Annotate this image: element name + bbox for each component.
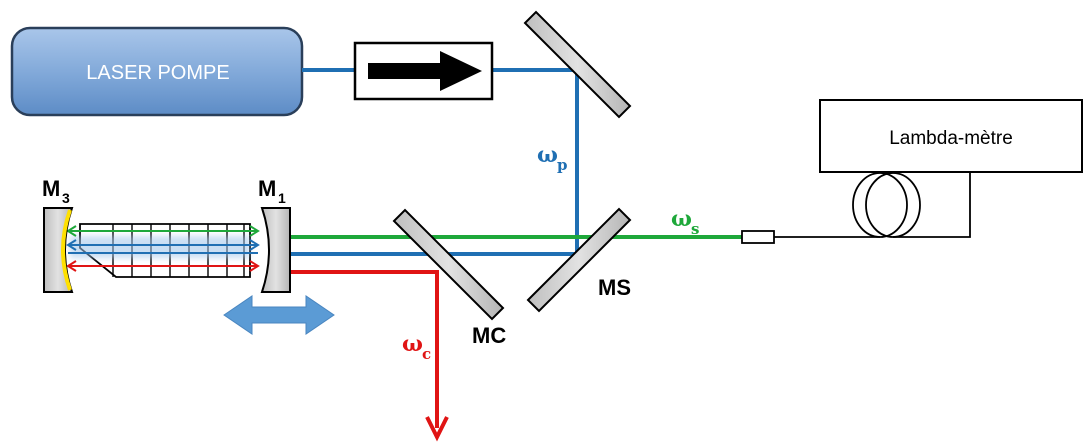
complementary-beam [290,270,439,428]
mirror-mc: MC [392,208,506,348]
mirror-ms: MS [526,207,632,313]
complementary-frequency-label: ω c [402,331,431,363]
mirror-m3-sub: 3 [62,190,70,206]
pump-laser-label: LASER POMPE [86,62,229,84]
double-arrow-icon[interactable] [223,295,335,335]
signal-omega: ω [671,206,692,232]
pump-steering-mirror [523,10,632,119]
signal-omega-sub: s [691,220,699,238]
fiber-link [741,172,971,244]
wavemeter: Lambda-mètre [819,99,1083,173]
mirror-m1-sub: 1 [278,190,286,206]
mirror-ms-label: MS [598,275,631,300]
complementary-omega: ω [402,331,423,357]
right-arrow-icon [368,51,482,91]
pump-omega-sub: p [557,156,568,174]
double-arrowheads [66,225,260,272]
mirror-m3: M 3 [42,176,74,293]
optical-isolator [353,41,494,101]
fiber-coil-icon [852,172,921,238]
wavemeter-label: Lambda-mètre [889,128,1013,149]
complementary-omega-sub: c [422,345,431,363]
mirror-mc-label: MC [472,323,506,348]
pump-laser: LASER POMPE [10,26,304,117]
pump-frequency-label: ω p [537,142,568,174]
mirror-m3-label: M [42,176,60,201]
mirror-m1-label: M [258,176,276,201]
pump-omega: ω [537,142,558,168]
mirror-m1: M 1 [258,176,291,293]
signal-frequency-label: ω s [671,206,699,238]
intracavity-beams [66,225,260,272]
down-arrow-icon [425,416,449,442]
